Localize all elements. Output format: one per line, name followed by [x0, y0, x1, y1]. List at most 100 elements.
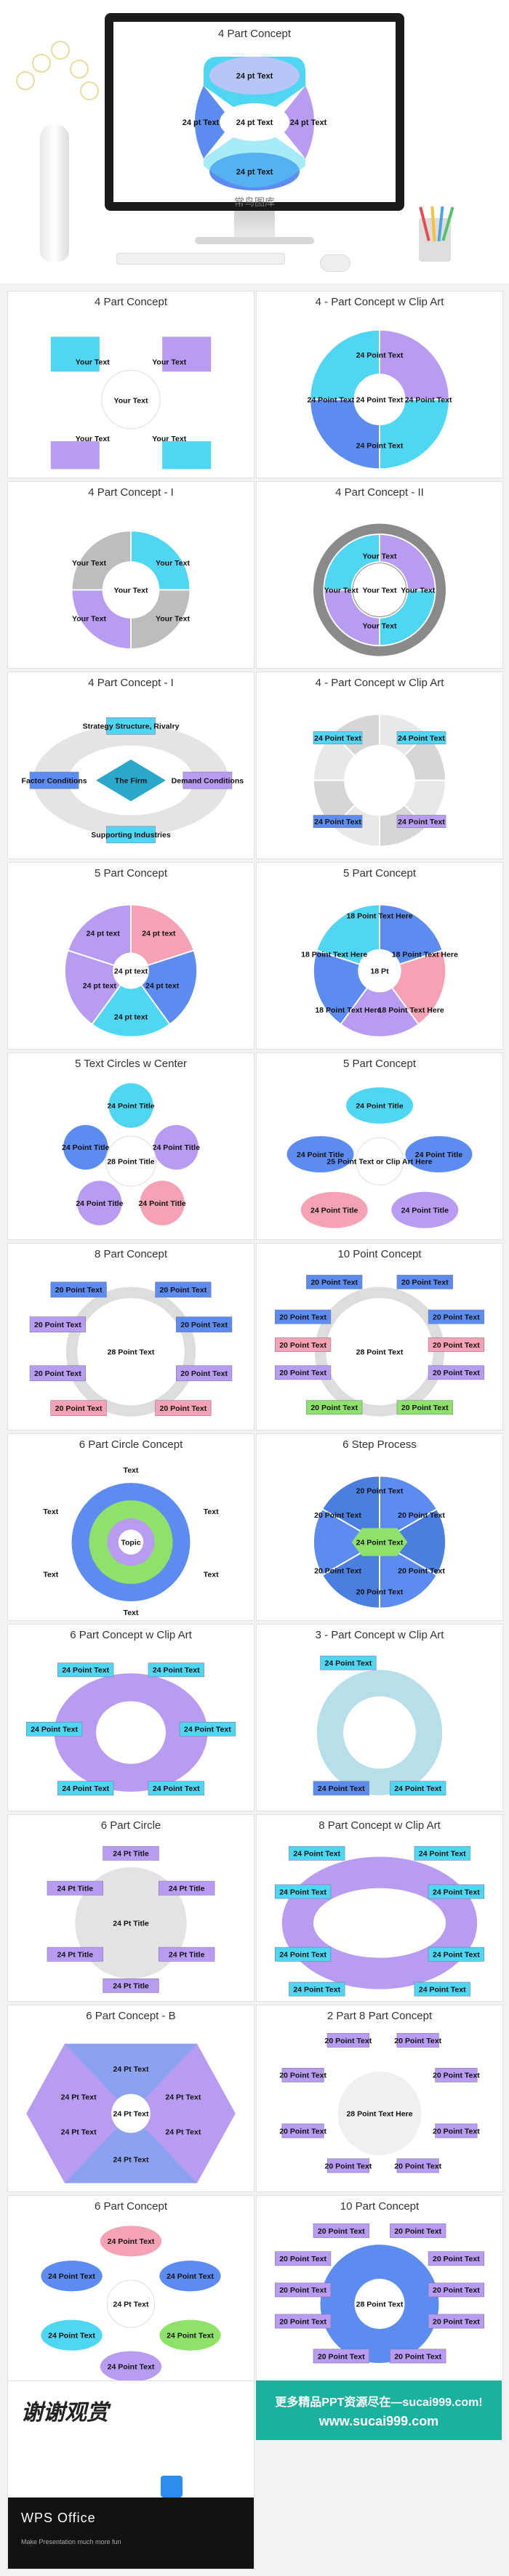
promo-link[interactable]: www.sucai999.com	[318, 2414, 439, 2428]
diagram-label: 24 Pt Title	[169, 1885, 205, 1893]
diagram-label: 20 Point Text	[159, 1404, 207, 1413]
slide-title: 5 Part Concept	[342, 867, 417, 880]
diagram-label: 24 Point Text	[356, 442, 404, 451]
thanks-title: 谢谢观赏	[21, 2401, 108, 2425]
diagram-label: 24 Point Text	[108, 2237, 155, 2246]
diagram-label: 24 pt text	[114, 967, 148, 975]
flower-icon	[80, 81, 99, 100]
diagram-label: 28 Point Title	[107, 1157, 154, 1166]
label-box	[289, 1981, 345, 1997]
diagram-label: Your Text	[113, 396, 148, 405]
promo-banner[interactable]: 更多精品PPT资源尽在—sucai999.com! www.sucai999.c…	[256, 2380, 502, 2440]
diagram-label: 24 Point Text	[314, 734, 361, 743]
diagram-label: Your Text	[156, 615, 190, 624]
diagram-label: 24 Point Text	[318, 1784, 365, 1793]
slide-title: 5 Part Concept	[94, 867, 168, 880]
diagram-label: 24 Point Title	[76, 1199, 123, 1208]
diagram-label: 20 Point Text	[433, 1341, 480, 1350]
diagram-label: 24 Point Text	[293, 1850, 340, 1859]
label-box	[414, 1846, 470, 1861]
diagram-label: 24 Point Text	[324, 1659, 372, 1668]
diagram-label: Strategy Structure, Rivalry	[83, 723, 180, 731]
diagram-label: 20 Point Text	[394, 2352, 441, 2361]
ring-segment	[313, 949, 369, 1026]
monitor-stand	[234, 211, 275, 240]
diagram-label: Text	[43, 1508, 58, 1516]
slide-title: 6 Part Circle	[100, 1819, 161, 1832]
diagram-label: 24 Point Text	[314, 818, 361, 826]
diagram-label: 20 Point Text	[433, 2072, 480, 2080]
diagram-label: Supporting Industries	[91, 831, 171, 840]
label-box	[50, 1400, 107, 1417]
diagram-label: Your Text	[362, 586, 396, 595]
ring-segment	[316, 903, 380, 965]
slide-thumbnail[interactable]: 10 Point Concept 20 Point Text 20 Point Te…	[256, 1243, 503, 1430]
label-box	[428, 1884, 485, 1899]
label-box	[179, 1721, 236, 1736]
label-box	[29, 771, 79, 789]
label-box	[428, 2251, 485, 2266]
label-box	[183, 771, 233, 789]
diagram-label: 24 Point Text	[48, 2272, 95, 2281]
label-box	[29, 1365, 86, 1382]
diagram-label: 20 Point Text	[433, 1313, 480, 1322]
slide-thumbnail[interactable]: 10 Part Concept 20 Point Text 20 Point Tex…	[256, 2195, 503, 2383]
diagram-label: Demand Conditions	[172, 776, 244, 785]
diagram-label: 24 Pt Title	[57, 1951, 94, 1960]
diagram-label: 18 Point Text Here	[346, 912, 412, 921]
hero-section: 4 Part Concept 24 pt Text 24 pt Text 24 …	[0, 0, 509, 283]
diagram-label: 24 Pt Title	[113, 1919, 149, 1928]
diagram-label: 24 Point Title	[401, 1207, 449, 1215]
diagram-label: 20 Point Text	[398, 1511, 445, 1520]
slide-title: 10 Point Concept	[337, 1248, 422, 1260]
slide-thumbnail[interactable]: 6 Part Circle 24 Pt Title 24 Pt Title 24 Pt…	[7, 1814, 254, 2002]
ring-segment	[64, 949, 122, 1026]
hero-center-label: 24 pt Text	[236, 118, 273, 127]
label-box	[274, 2314, 332, 2329]
diagram-label: 25 Point Text or Clip Art Here	[326, 1157, 432, 1166]
label-box	[313, 815, 363, 829]
label-box	[274, 1337, 332, 1352]
diagram-label: 20 Point Text	[279, 2127, 326, 2136]
diagram-label: 20 Point Text	[34, 1321, 81, 1329]
label-box	[414, 1981, 470, 1997]
label-box	[274, 1365, 332, 1380]
label-box	[103, 1978, 159, 1993]
diagram-label: Your Text	[76, 358, 110, 367]
slide-title: 10 Part Concept	[340, 2200, 420, 2213]
diagram-label: 24 Point Title	[62, 1143, 109, 1152]
diagram-label: 24 Point Text	[184, 1726, 231, 1734]
label-box	[435, 2123, 478, 2138]
label-box	[428, 1337, 485, 1352]
diagram-label: 20 Point Text	[433, 2127, 480, 2136]
label-box	[281, 2123, 324, 2138]
diagram-label: 24 Point Text	[293, 1985, 340, 1994]
diagram-label: 24 Point Text	[31, 1726, 78, 1734]
diagram-label: 28 Point Text	[356, 2300, 404, 2309]
label-box	[396, 1400, 453, 1415]
ring-segment	[130, 530, 191, 591]
diagram-label: 20 Point Text	[279, 2286, 326, 2295]
